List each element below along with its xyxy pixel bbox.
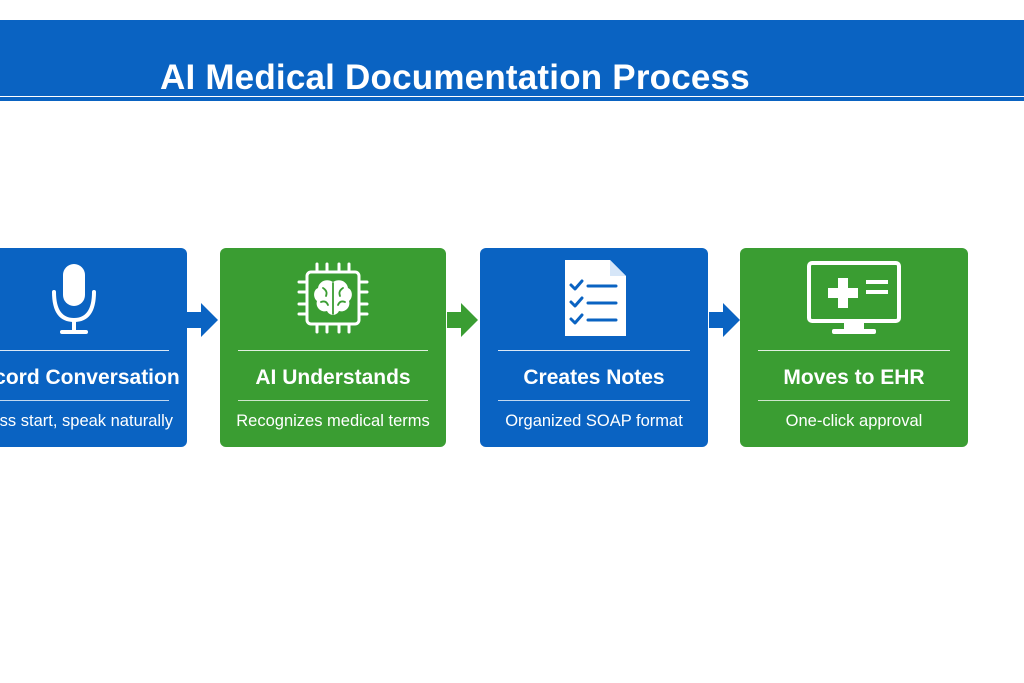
step-ai-understands: AI Understands Recognizes medical terms (220, 248, 446, 447)
title-underline (0, 97, 1024, 101)
step-record-conversation: Record Conversation Press start, speak n… (0, 248, 187, 447)
step-divider (498, 400, 690, 401)
arrow-right-icon (447, 303, 478, 337)
monitor-medical-cross-icon (740, 258, 968, 338)
step-title: Moves to EHR (783, 366, 925, 389)
step-divider (498, 350, 690, 351)
step-description: One-click approval (785, 412, 923, 430)
step-description: Organized SOAP format (505, 412, 683, 430)
arrow-right-icon (187, 303, 218, 337)
step-divider (0, 350, 169, 351)
step-creates-notes: Creates Notes Organized SOAP format (480, 248, 708, 447)
microphone-icon (0, 258, 187, 338)
step-title: Creates Notes (523, 366, 665, 389)
step-divider (238, 350, 428, 351)
step-divider (238, 400, 428, 401)
step-moves-to-ehr: Moves to EHR One-click approval (740, 248, 968, 447)
brain-chip-icon (220, 258, 446, 338)
step-description: Press start, speak naturally (0, 412, 173, 430)
step-divider (758, 400, 950, 401)
step-divider (0, 400, 169, 401)
step-title: Record Conversation (0, 366, 180, 389)
title-banner: AI Medical Documentation Process (0, 20, 1024, 97)
checklist-document-icon (480, 258, 708, 338)
diagram-title: AI Medical Documentation Process (160, 58, 750, 97)
step-description: Recognizes medical terms (236, 412, 430, 430)
arrow-right-icon (709, 303, 740, 337)
step-title: AI Understands (255, 366, 411, 389)
step-divider (758, 350, 950, 351)
